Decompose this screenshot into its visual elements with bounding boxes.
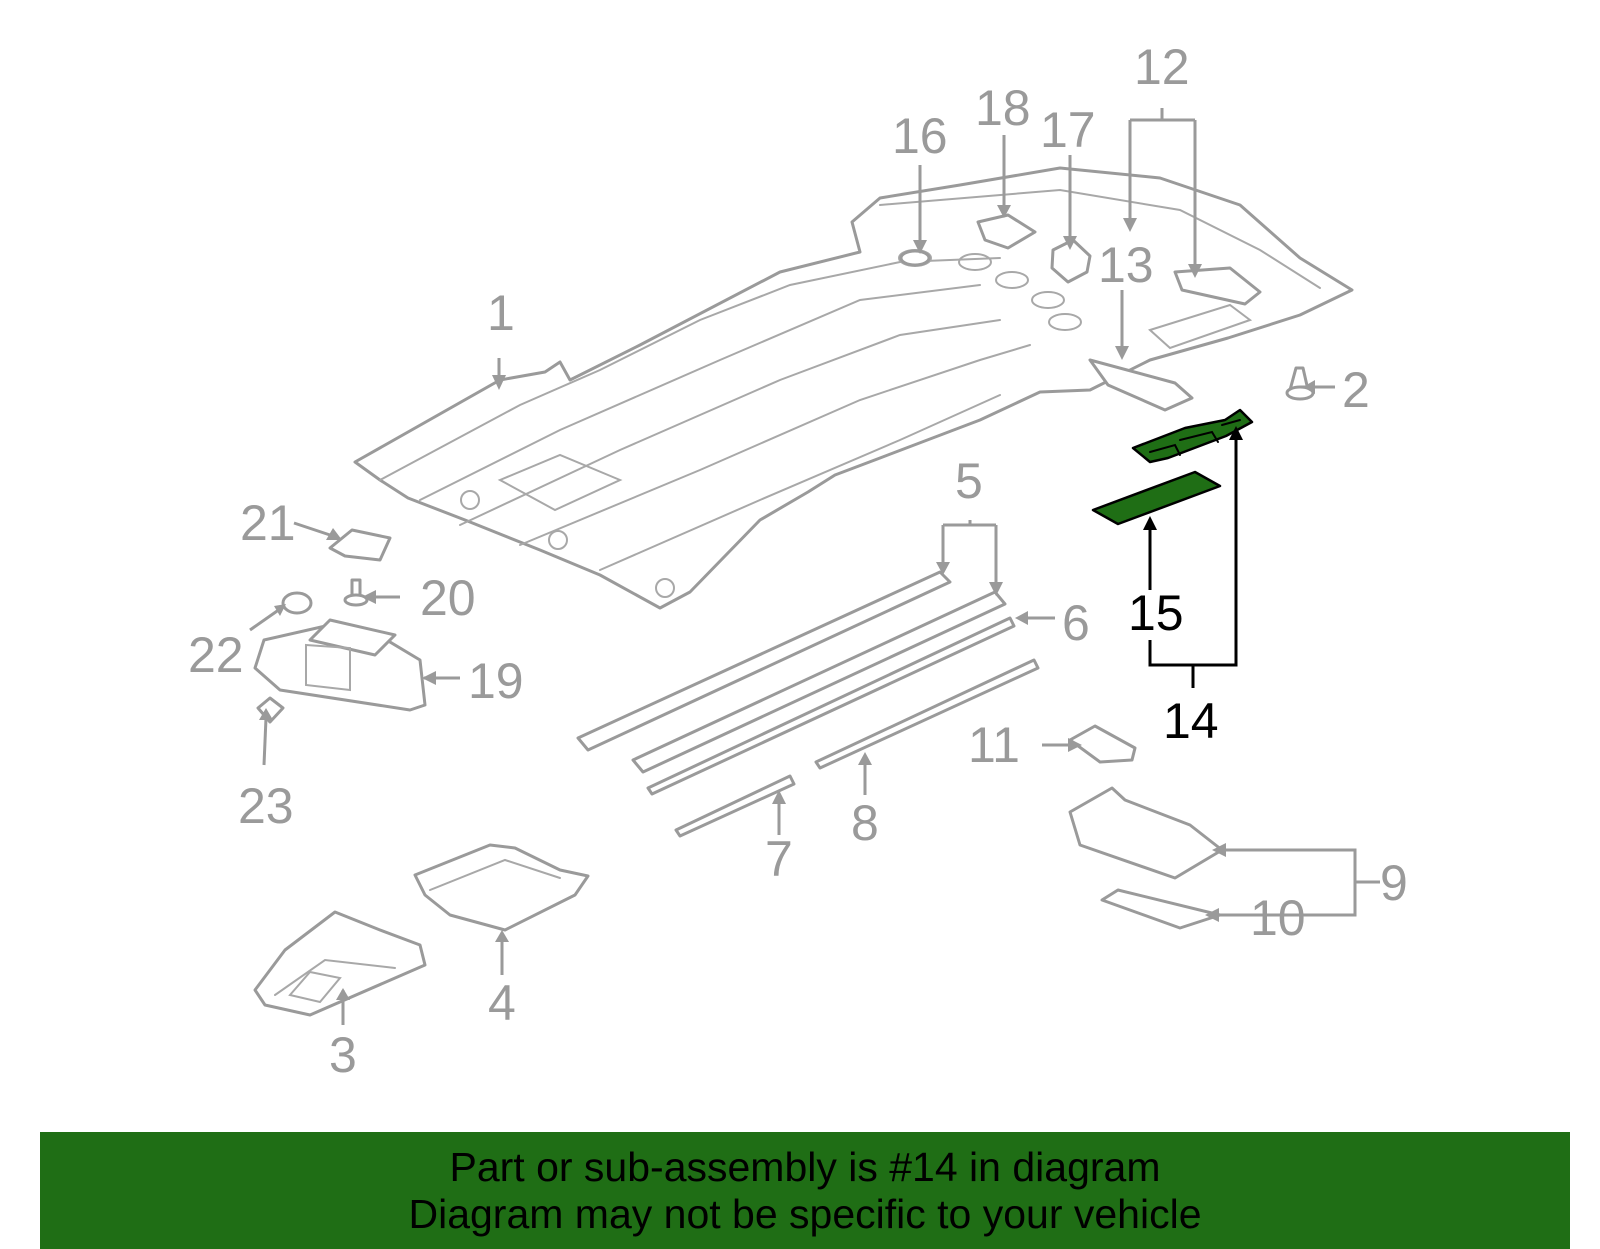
part-20-bolt[interactable] bbox=[343, 578, 369, 607]
part-21-bracket[interactable] bbox=[328, 528, 392, 562]
callout-13: 13 bbox=[1098, 237, 1154, 293]
banner-line-2: Diagram may not be specific to your vehi… bbox=[408, 1191, 1202, 1237]
part-15-pad[interactable] bbox=[1091, 470, 1222, 526]
callout-1: 1 bbox=[487, 285, 515, 341]
info-banner: Part or sub-assembly is #14 in diagram D… bbox=[40, 1132, 1570, 1249]
part-18-bracket[interactable] bbox=[976, 213, 1037, 250]
callout-20: 20 bbox=[420, 570, 476, 626]
banner-line-1: Part or sub-assembly is #14 in diagram bbox=[449, 1144, 1161, 1190]
part-19-sun-visor[interactable] bbox=[253, 618, 427, 712]
callout-5: 5 bbox=[955, 453, 983, 509]
callout-3: 3 bbox=[329, 1027, 357, 1083]
callout-6: 6 bbox=[1062, 595, 1090, 651]
callout-11: 11 bbox=[968, 717, 1020, 773]
headliner-part[interactable] bbox=[353, 166, 1354, 610]
part-22-cap[interactable] bbox=[281, 591, 313, 615]
part-5-rail[interactable] bbox=[576, 570, 1007, 774]
part-8-strip[interactable] bbox=[814, 658, 1040, 770]
callout-10: 10 bbox=[1250, 890, 1306, 946]
callout-8: 8 bbox=[851, 795, 879, 851]
parts-diagram: 1 2 3 4 5 6 7 8 9 10 11 12 13 14 15 16 1… bbox=[188, 39, 1408, 1083]
part-7-strip[interactable] bbox=[674, 774, 796, 838]
callout-15: 15 bbox=[1128, 585, 1184, 641]
part-3-overhead-console[interactable] bbox=[253, 910, 427, 1017]
callout-19: 19 bbox=[468, 653, 524, 709]
part-12-handle[interactable] bbox=[1173, 266, 1262, 306]
part-6-trim[interactable] bbox=[646, 616, 1016, 796]
callout-4: 4 bbox=[488, 975, 516, 1031]
part-4-lamp[interactable] bbox=[413, 843, 590, 932]
callout-23: 23 bbox=[238, 778, 294, 834]
part-9-console[interactable] bbox=[1068, 786, 1224, 880]
callout-7: 7 bbox=[765, 831, 793, 887]
callout-12: 12 bbox=[1134, 39, 1190, 95]
callout-2: 2 bbox=[1342, 362, 1370, 418]
callout-14: 14 bbox=[1163, 693, 1219, 749]
part-16-plug[interactable] bbox=[899, 249, 931, 267]
callout-9: 9 bbox=[1380, 855, 1408, 911]
callout-16: 16 bbox=[892, 108, 948, 164]
callout-22: 22 bbox=[188, 627, 244, 683]
callout-17: 17 bbox=[1040, 102, 1096, 158]
part-11-clip[interactable] bbox=[1068, 724, 1137, 764]
part-10-pad[interactable] bbox=[1100, 888, 1222, 930]
part-2-screw[interactable] bbox=[1285, 366, 1315, 401]
callout-18: 18 bbox=[975, 80, 1031, 136]
callout-21: 21 bbox=[240, 495, 296, 551]
